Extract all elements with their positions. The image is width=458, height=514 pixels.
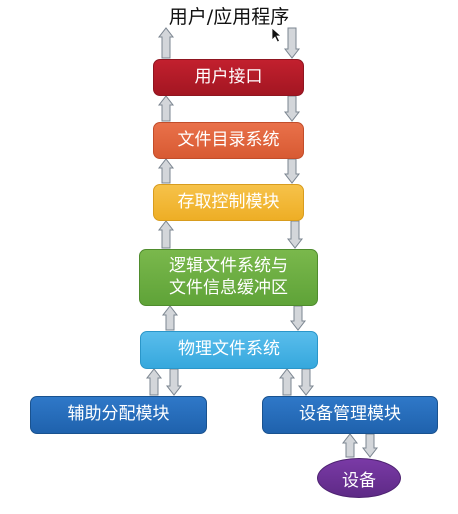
file-directory-label: 文件目录系统 — [177, 129, 280, 150]
device-management-label: 设备管理模块 — [299, 404, 401, 425]
aux-alloc-box: 辅助分配模块 — [30, 396, 207, 434]
logical-fs-box: 逻辑文件系统与 文件信息缓冲区 — [139, 249, 318, 306]
user-interface-label: 用户接口 — [194, 66, 263, 87]
device-management-box: 设备管理模块 — [262, 396, 438, 434]
mouse-cursor-icon — [271, 27, 283, 43]
logical-fs-label-line1: 逻辑文件系统与 — [169, 256, 288, 277]
user-interface-box: 用户接口 — [153, 59, 304, 96]
logical-fs-text: 逻辑文件系统与 文件信息缓冲区 — [169, 256, 288, 299]
physical-fs-label: 物理文件系统 — [178, 339, 280, 360]
arrow-ui-to-app — [157, 27, 175, 59]
arrow-access-to-fdir — [157, 158, 175, 184]
arrow-access-to-logic — [286, 220, 304, 249]
aux-alloc-label: 辅助分配模块 — [67, 404, 170, 425]
arrow-logic-to-access — [157, 220, 175, 249]
arrow-devmgr-to-phys — [278, 368, 296, 396]
arrow-app-to-ui — [283, 27, 301, 59]
access-control-box: 存取控制模块 — [153, 184, 304, 221]
access-control-label: 存取控制模块 — [177, 191, 280, 212]
arrow-phys-to-logic — [161, 305, 179, 331]
physical-fs-box: 物理文件系统 — [140, 331, 318, 369]
arrow-ui-to-fdir — [283, 95, 301, 122]
arrow-alloc-to-phys — [145, 368, 163, 396]
arrow-device-to-devmgr — [341, 433, 359, 458]
device-label: 设备 — [342, 470, 376, 491]
arrow-fdir-to-access — [283, 158, 301, 184]
diagram-title: 用户/应用程序 — [168, 6, 290, 28]
arrow-logic-to-phys — [289, 305, 307, 331]
arrow-phys-to-alloc — [165, 368, 183, 396]
arrow-phys-to-devmgr — [297, 368, 315, 396]
file-directory-box: 文件目录系统 — [153, 122, 304, 159]
arrow-devmgr-to-device — [361, 433, 379, 458]
arrow-fdir-to-ui — [157, 95, 175, 122]
logical-fs-label-line2: 文件信息缓冲区 — [169, 277, 288, 298]
device-ellipse: 设备 — [317, 458, 401, 498]
